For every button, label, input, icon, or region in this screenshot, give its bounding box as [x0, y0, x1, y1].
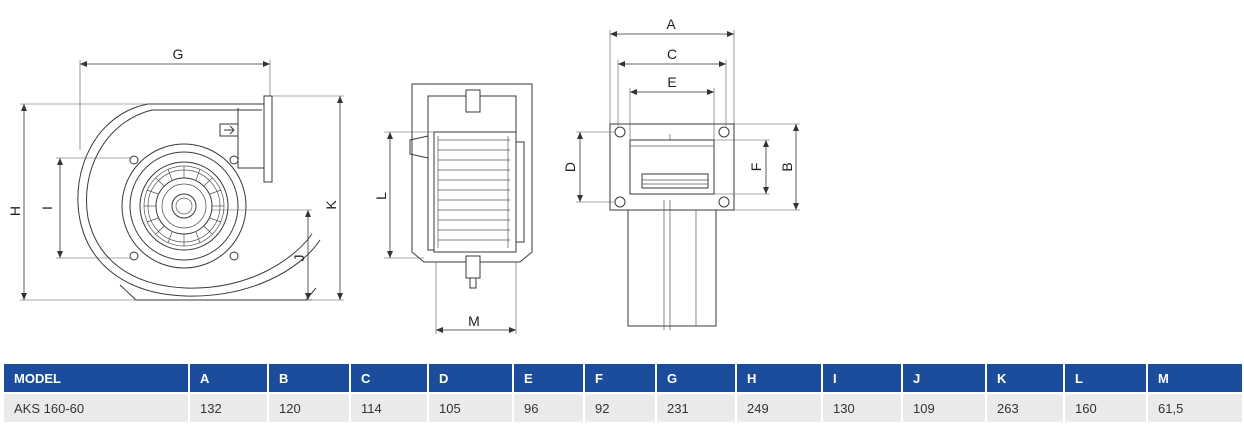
cell-e: 96 [513, 392, 585, 422]
cell-model: AKS 160-60 [4, 392, 190, 422]
header-f: F [584, 364, 657, 393]
dim-label-j: J [291, 255, 307, 262]
dimensions-table: MODEL A B C D E F G H I J K L M AKS 160-… [4, 364, 1242, 422]
dim-label-l: L [373, 192, 389, 200]
side-view: G H I J K [7, 46, 344, 301]
header-c: C [350, 364, 429, 393]
header-a: A [189, 364, 269, 393]
header-g: G [656, 364, 737, 393]
cell-h: 249 [736, 392, 823, 422]
cell-j: 109 [902, 392, 987, 422]
cell-d: 105 [428, 392, 514, 422]
outlet-view: A C E D F B [562, 16, 800, 330]
dim-label-e: E [667, 74, 676, 90]
dim-label-m: M [468, 313, 480, 329]
cell-i: 130 [822, 392, 903, 422]
header-m: M [1147, 364, 1242, 393]
dim-label-d: D [562, 162, 578, 172]
dim-label-f: F [748, 163, 764, 172]
dim-label-i: I [39, 206, 55, 210]
header-d: D [428, 364, 514, 393]
header-j: J [902, 364, 987, 393]
header-l: L [1064, 364, 1148, 393]
dim-label-h: H [7, 206, 23, 216]
table-header-row: MODEL A B C D E F G H I J K L M [4, 364, 1242, 393]
dim-label-c: C [667, 46, 677, 62]
header-k: K [986, 364, 1065, 393]
cell-k: 263 [986, 392, 1065, 422]
dim-label-a: A [666, 16, 676, 32]
header-e: E [513, 364, 585, 393]
cell-l: 160 [1064, 392, 1148, 422]
cell-c: 114 [350, 392, 429, 422]
cell-b: 120 [268, 392, 351, 422]
front-view: L M [373, 83, 533, 334]
dim-label-g: G [173, 46, 184, 62]
cell-m: 61,5 [1147, 392, 1242, 422]
dim-label-b: B [779, 162, 795, 171]
header-i: I [822, 364, 903, 393]
header-model: MODEL [4, 364, 190, 393]
cell-a: 132 [189, 392, 269, 422]
table-row: AKS 160-60 132 120 114 105 96 92 231 249… [4, 392, 1242, 422]
header-h: H [736, 364, 823, 393]
technical-drawing: G H I J K [7, 16, 800, 334]
cell-f: 92 [584, 392, 657, 422]
header-b: B [268, 364, 351, 393]
cell-g: 231 [656, 392, 737, 422]
dim-label-k: K [323, 200, 339, 210]
